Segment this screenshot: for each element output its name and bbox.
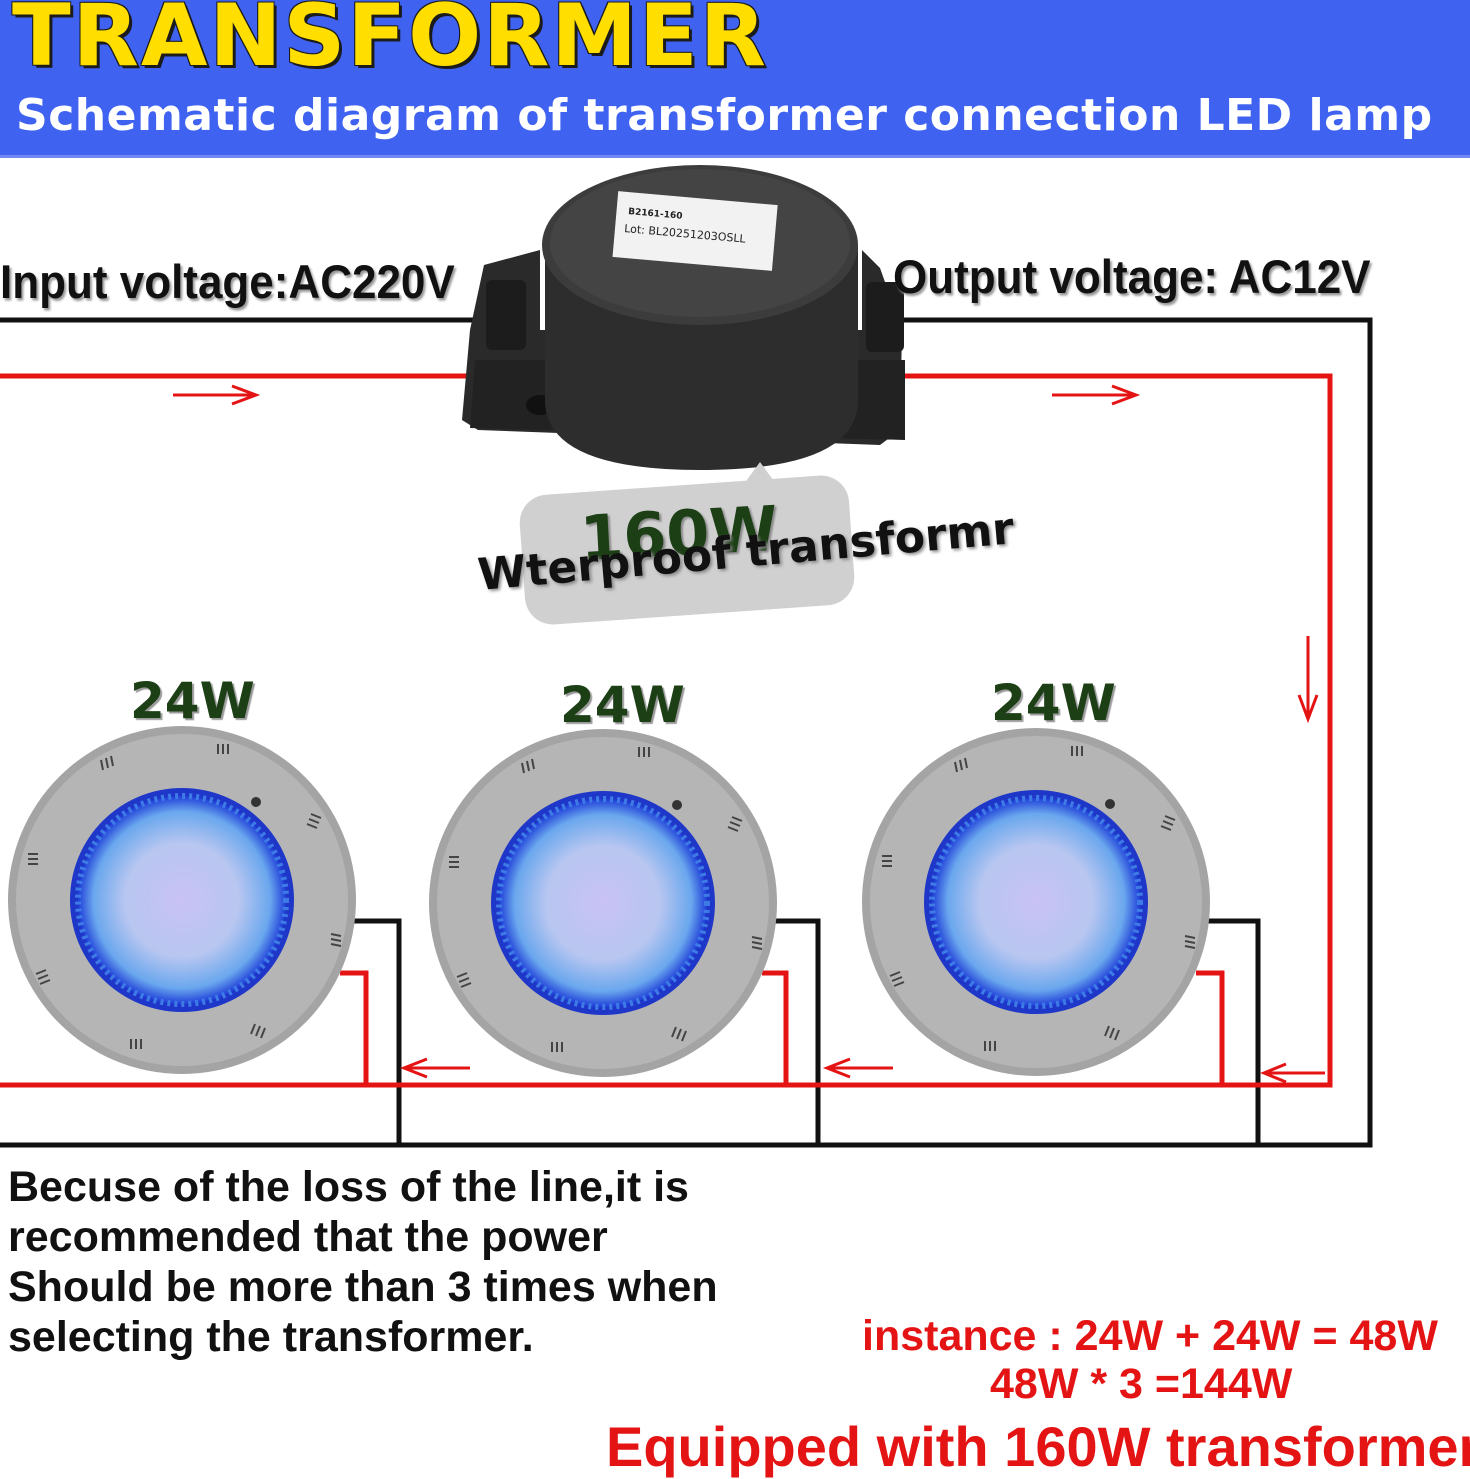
lamp-1-watt-label: 24W xyxy=(130,672,255,730)
note-line-1: Becuse of the loss of the line,it is xyxy=(8,1163,689,1211)
lamp3-black-lead xyxy=(1205,918,1261,1145)
arrow-left-3 xyxy=(399,1057,470,1079)
calculation-line-2: 48W * 3 =144W xyxy=(990,1360,1293,1408)
note-line-4: selecting the transformer. xyxy=(8,1313,534,1361)
led-lamp-2 xyxy=(429,729,777,1077)
lamp-3-watt-label: 24W xyxy=(991,674,1116,732)
black-wire xyxy=(0,317,1373,1148)
page-title: TRANSFORMER xyxy=(12,0,768,86)
red-wire xyxy=(0,373,1333,1088)
calculation-line-1: instance : 24W + 24W = 48W xyxy=(862,1312,1438,1360)
lamp1-red-lead xyxy=(340,970,369,1085)
arrow-right-input xyxy=(173,384,261,406)
lamp3-red-lead xyxy=(1196,970,1225,1085)
output-voltage-label: Output voltage: AC12V xyxy=(893,251,1371,304)
arrow-right-output xyxy=(1052,384,1141,406)
lamp2-black-lead xyxy=(773,918,821,1145)
transformer-model-label: B2161-160 xyxy=(628,207,683,222)
note-line-3: Should be more than 3 times when xyxy=(8,1263,718,1311)
lamp-2-watt-label: 24W xyxy=(560,676,685,734)
header-banner: TRANSFORMER Schematic diagram of transfo… xyxy=(0,0,1470,158)
input-voltage-label: Input voltage:AC220V xyxy=(0,256,455,309)
lamp2-red-lead xyxy=(762,970,789,1085)
lamp1-black-lead xyxy=(352,918,402,1145)
conclusion-text: Equipped with 160W transformer xyxy=(606,1415,1470,1478)
note-line-2: recommended that the power xyxy=(8,1213,608,1261)
arrow-left-2 xyxy=(822,1057,893,1079)
page-subtitle: Schematic diagram of transformer connect… xyxy=(16,90,1433,141)
led-lamp-3 xyxy=(862,728,1210,1076)
recommendation-note: Becuse of the loss of the line,it is rec… xyxy=(8,1162,828,1362)
arrow-left-1 xyxy=(1260,1062,1325,1084)
transformer-icon xyxy=(462,165,905,470)
arrow-down xyxy=(1297,636,1319,724)
led-lamp-1 xyxy=(8,726,356,1074)
